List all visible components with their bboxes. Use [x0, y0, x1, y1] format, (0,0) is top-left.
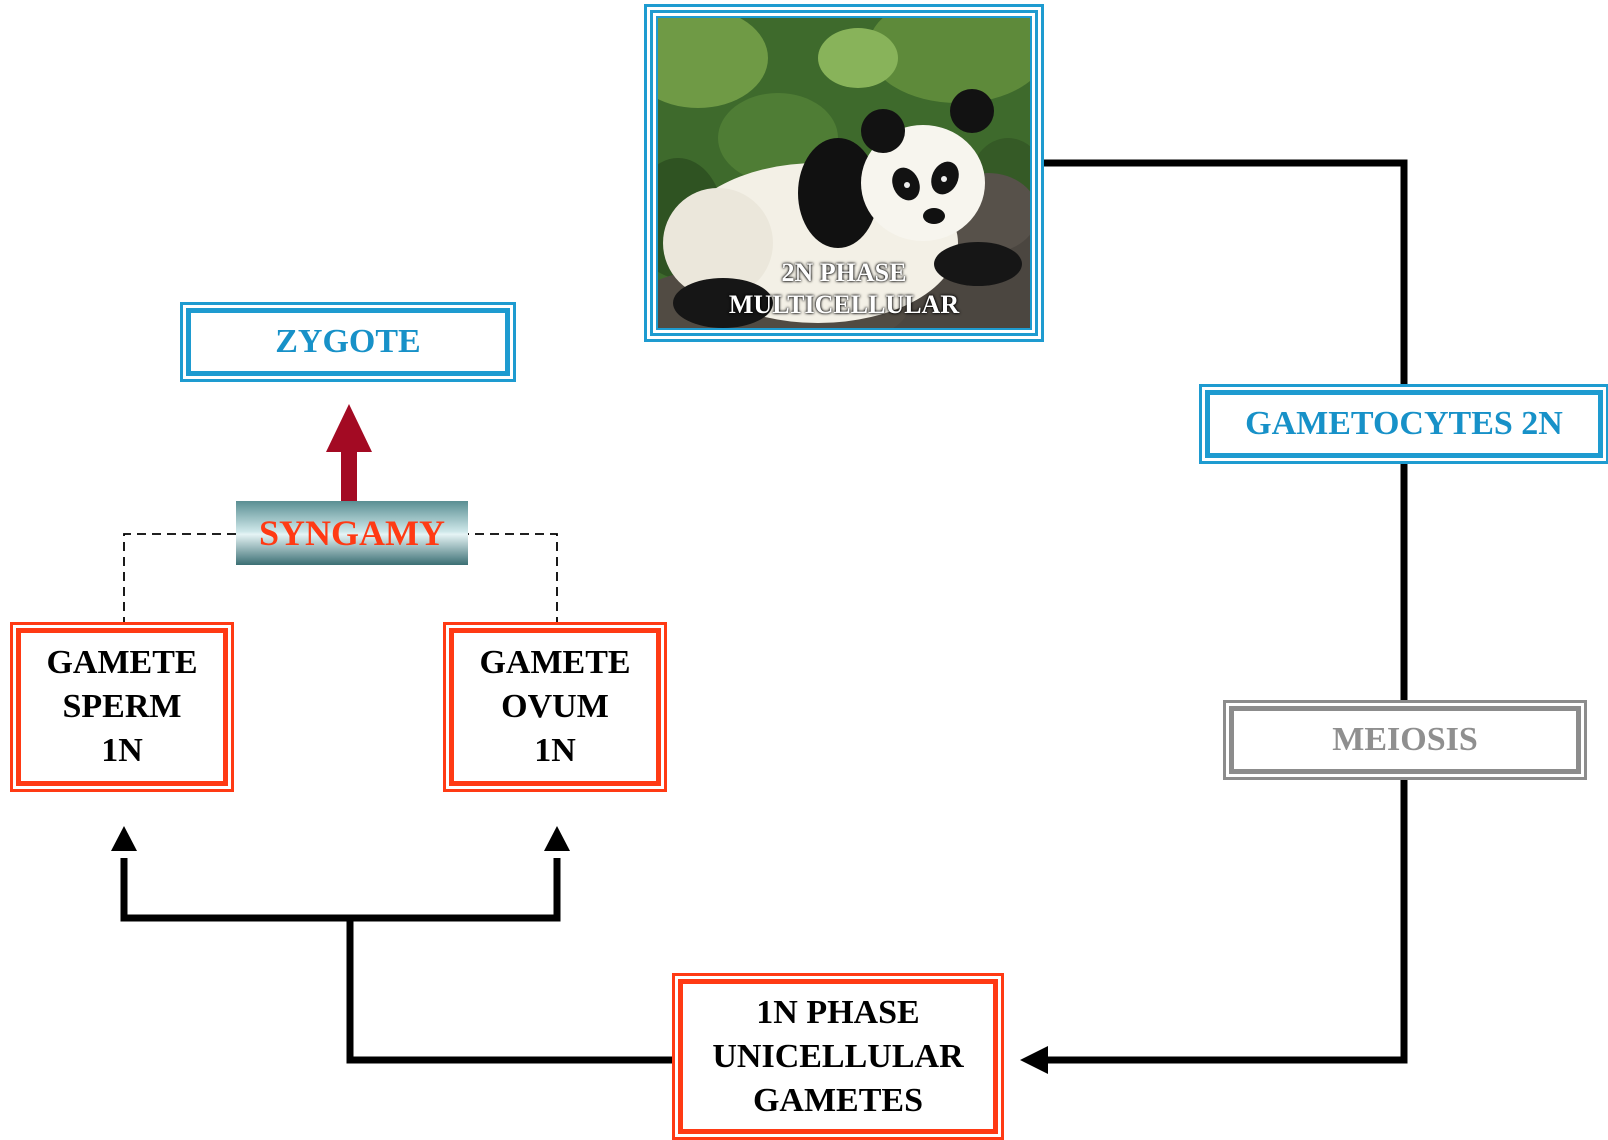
connector-photo-to-gametocytes	[1040, 159, 1408, 1064]
syngamy-box: SYNGAMY	[236, 501, 468, 565]
gamete-ovum-box: GAMETE OVUM 1N	[443, 622, 667, 792]
panda-photo	[658, 18, 1030, 328]
connector-1n-phase-to-split	[346, 918, 680, 1064]
phase-1n-box: 1N PHASE UNICELLULAR GAMETES	[672, 973, 1004, 1140]
gamete-sperm-box: GAMETE SPERM 1N	[10, 622, 234, 792]
gametocytes-box: GAMETOCYTES 2N	[1199, 384, 1608, 464]
zygote-label: ZYGOTE	[275, 323, 421, 360]
dashed-connector-ovum-syngamy	[468, 533, 558, 626]
arrowhead-into-1n-phase	[1020, 1046, 1048, 1074]
panda-photo-box: 2N PHASE MULTICELLULAR	[644, 4, 1044, 342]
arrowhead-into-sperm	[111, 826, 137, 851]
meiosis-label: MEIOSIS	[1332, 721, 1478, 758]
connector-split-to-gametes	[120, 858, 561, 922]
dashed-connector-sperm-syngamy	[123, 533, 236, 626]
gamete-ovum-label: GAMETE OVUM 1N	[479, 644, 631, 769]
meiosis-box: MEIOSIS	[1223, 700, 1587, 780]
phase-1n-label: 1N PHASE UNICELLULAR GAMETES	[712, 993, 964, 1119]
syngamy-arrow-shaft	[341, 448, 357, 502]
zygote-box: ZYGOTE	[180, 302, 516, 382]
gametocytes-label: GAMETOCYTES 2N	[1245, 405, 1563, 442]
phase-2n-caption: 2N PHASE MULTICELLULAR	[728, 258, 960, 319]
gamete-sperm-label: GAMETE SPERM 1N	[46, 644, 198, 769]
arrowhead-into-ovum	[544, 826, 570, 851]
syngamy-label: SYNGAMY	[259, 513, 445, 553]
syngamy-arrow-head	[326, 404, 372, 452]
